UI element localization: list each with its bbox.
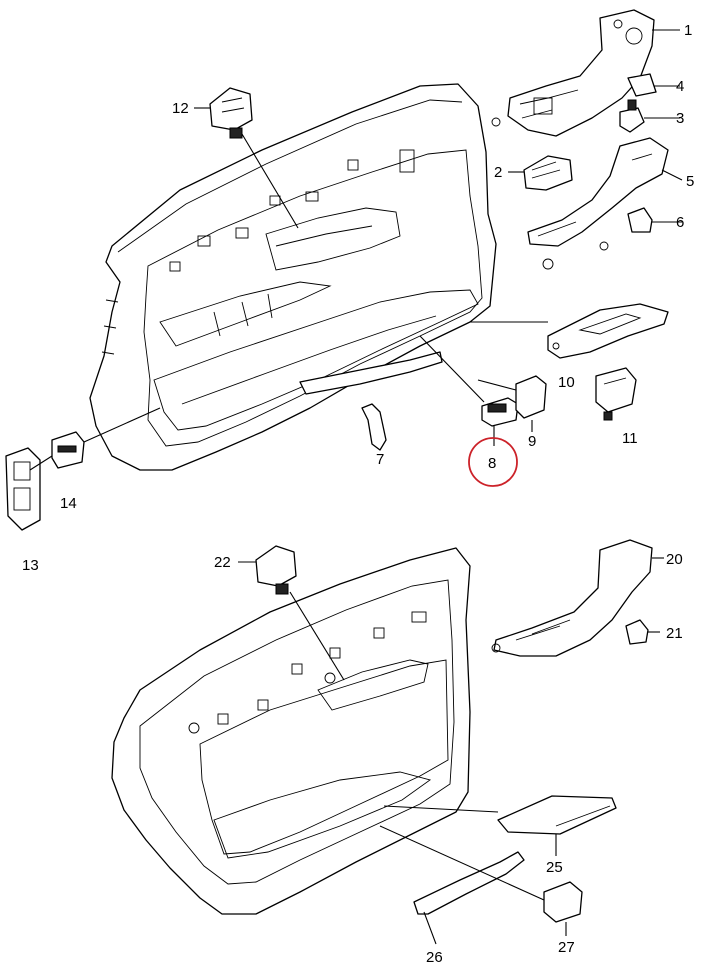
callout-26: 26 (426, 949, 443, 966)
part-9-switch-module (515, 375, 547, 419)
callout-9: 9 (528, 433, 536, 450)
part-22-switch (255, 545, 297, 595)
callout-2: 2 (494, 164, 502, 181)
callout-27: 27 (558, 939, 575, 956)
callout-8: 8 (488, 455, 496, 472)
callout-labels: 1 2 3 4 5 6 7 8 9 10 11 12 13 14 20 21 2… (22, 22, 694, 966)
callout-3: 3 (676, 110, 684, 127)
part-6-switch-cap (627, 207, 653, 233)
part-3-switch-small (619, 99, 645, 133)
highlight-ring (468, 437, 518, 487)
callout-4: 4 (676, 78, 684, 95)
part-4-clip (627, 73, 657, 97)
callout-10: 10 (558, 374, 575, 391)
part-25-armrest-tray (497, 795, 617, 835)
part-27-switch (543, 881, 583, 923)
callout-21: 21 (666, 625, 683, 642)
part-10-armrest-insert (547, 303, 669, 359)
part-12-switch (209, 87, 253, 139)
callout-5: 5 (686, 173, 694, 190)
part-7-grab-handle (299, 351, 443, 451)
part-14-switch (51, 431, 85, 469)
callout-14: 14 (60, 495, 77, 512)
callout-25: 25 (546, 859, 563, 876)
callout-11: 11 (622, 430, 638, 447)
part-21-switch-cap (625, 619, 649, 645)
callout-12: 12 (172, 100, 189, 117)
callout-6: 6 (676, 214, 684, 231)
callout-20: 20 (666, 551, 683, 568)
callout-22: 22 (214, 554, 231, 571)
part-11-mirror-switch (595, 367, 637, 421)
part-2-window-switch (523, 155, 573, 191)
part-1-switch-carrier (491, 9, 655, 137)
leader-lines (29, 29, 683, 945)
part-5-trim-strip (527, 137, 669, 270)
callout-13: 13 (22, 557, 39, 574)
callout-1: 1 (684, 22, 692, 39)
rear-door-trim-panel (111, 547, 471, 915)
part-8-switch (481, 397, 519, 427)
front-door-trim-panel (89, 83, 497, 471)
part-20-rear-trim-strip (491, 539, 653, 657)
callout-7: 7 (376, 451, 384, 468)
part-13-switch-bezel (5, 447, 41, 531)
